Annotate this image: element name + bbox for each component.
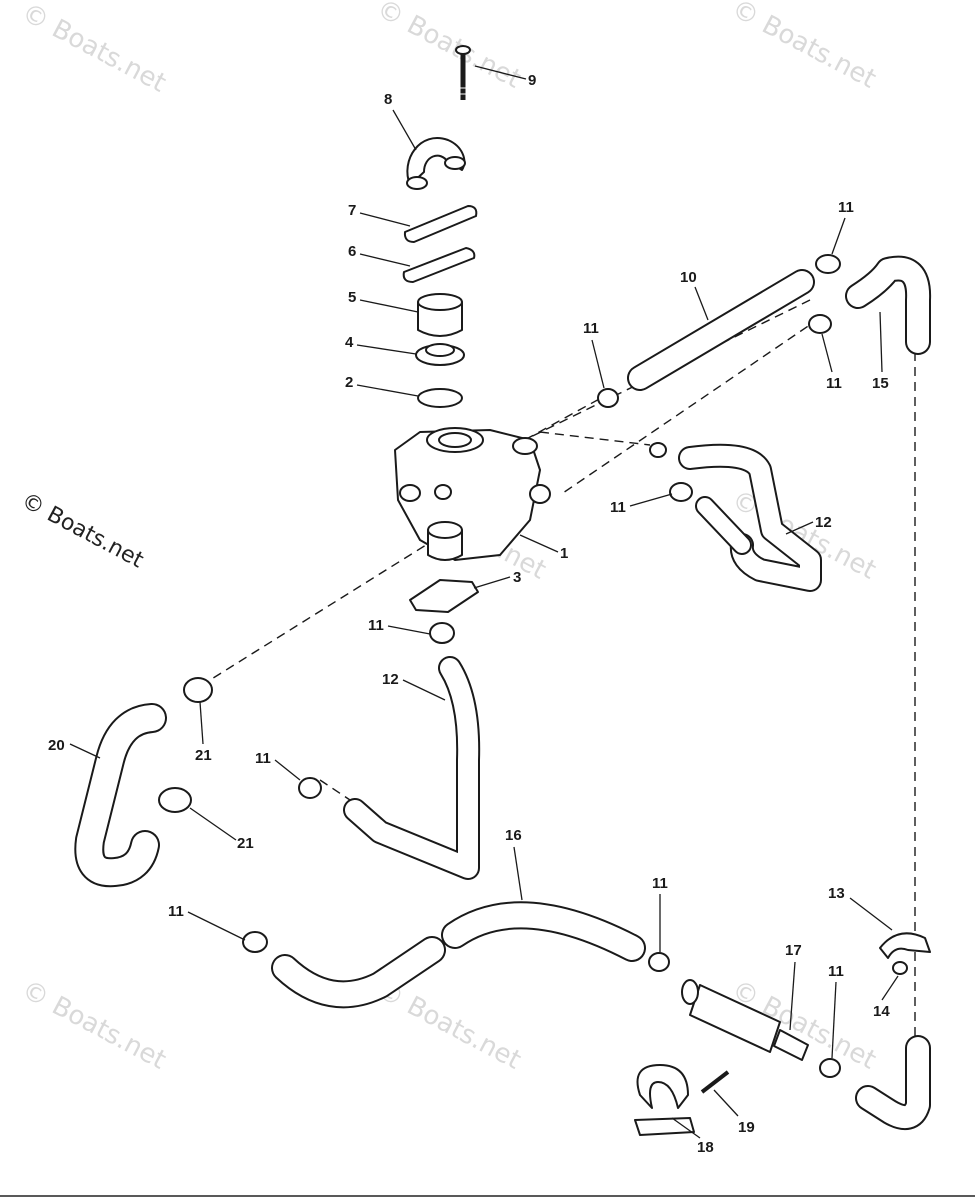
callout-11: 11 <box>838 199 854 216</box>
thermostat-housing-part-1 <box>394 427 551 561</box>
watermark: © Boats.net <box>17 0 171 99</box>
bracket-part-8 <box>406 137 466 190</box>
callout-11: 11 <box>826 375 842 392</box>
sleeve-part-5 <box>417 293 463 337</box>
callout-10: 10 <box>680 269 697 286</box>
callout-17: 17 <box>785 942 802 959</box>
thermostat-part-4 <box>415 343 465 366</box>
hose-part-12-upper <box>678 443 822 592</box>
callout-7: 7 <box>348 202 356 219</box>
callout-12: 12 <box>382 671 399 688</box>
callout-11: 11 <box>368 617 384 634</box>
callout-2: 2 <box>345 374 353 391</box>
callout-1: 1 <box>560 545 568 562</box>
callout-11: 11 <box>583 320 599 337</box>
callout-21: 21 <box>195 747 212 764</box>
hose-part-15 <box>845 255 932 355</box>
callout-8: 8 <box>384 91 392 108</box>
callout-11: 11 <box>610 499 626 516</box>
hose-part-20 <box>74 703 167 888</box>
o-ring-part-2 <box>417 388 463 408</box>
clip-part-13 <box>879 932 931 959</box>
watermark: © Boats.net <box>372 0 526 95</box>
callout-16: 16 <box>505 827 522 844</box>
callout-11: 11 <box>652 875 668 892</box>
watermark-dark: © Boats.net <box>17 488 148 573</box>
callout-14: 14 <box>873 1003 890 1020</box>
callout-4: 4 <box>345 334 354 351</box>
hose-part-10 <box>627 269 815 391</box>
callout-11: 11 <box>168 903 184 920</box>
callout-18: 18 <box>697 1139 714 1156</box>
callout-11: 11 <box>828 963 844 980</box>
callout-12: 12 <box>815 514 832 531</box>
callout-13: 13 <box>828 885 845 902</box>
callout-21: 21 <box>237 835 254 852</box>
hose-part-12-lower <box>343 656 481 880</box>
hose-part-16 <box>271 901 646 1009</box>
cover-plate-part-7 <box>403 205 478 243</box>
screw-part-19 <box>700 1070 730 1094</box>
callout-20: 20 <box>48 737 65 754</box>
callout-3: 3 <box>513 569 521 586</box>
nut-part-14 <box>892 961 908 975</box>
gasket-part-6 <box>402 247 476 283</box>
callouts: 9 8 7 6 5 4 2 11 10 11 15 11 11 12 1 3 1… <box>48 65 899 1156</box>
callout-6: 6 <box>348 243 356 260</box>
hose-part-lower-right <box>855 1035 931 1131</box>
callout-11: 11 <box>255 750 271 767</box>
callout-19: 19 <box>738 1119 755 1136</box>
callout-15: 15 <box>872 375 889 392</box>
hose-clamps <box>158 254 841 1078</box>
fitting-part-17 <box>681 979 809 1061</box>
gasket-part-3 <box>409 579 479 613</box>
clamp-part-18 <box>634 1064 695 1136</box>
watermark: © Boats.net <box>17 975 171 1076</box>
watermark: © Boats.net <box>727 0 881 95</box>
callout-5: 5 <box>348 289 356 306</box>
bolt-part-9 <box>455 45 471 100</box>
callout-9: 9 <box>528 72 536 89</box>
